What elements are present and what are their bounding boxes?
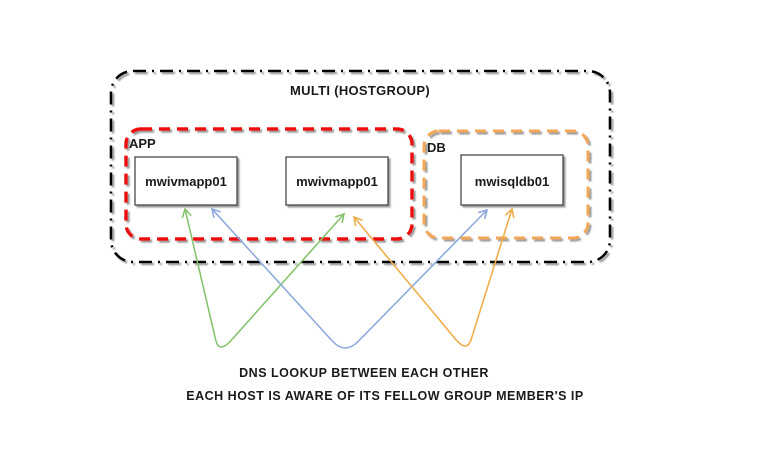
- host-node-db1: mwisqldb01: [460, 154, 564, 206]
- host-box-app2: [285, 156, 389, 206]
- arrow-app1-db1: [210, 207, 489, 349]
- caption-host-awareness: EACH HOST IS AWARE OF ITS FELLOW GROUP M…: [186, 389, 583, 403]
- host-label-db1: mwisqldb01: [475, 174, 549, 189]
- db-group-border: [422, 129, 590, 240]
- hostgroup-border: [109, 69, 612, 264]
- app-group-border: [124, 127, 414, 241]
- host-label-app1: mwivmapp01: [145, 174, 227, 189]
- host-label-app2: mwivmapp01: [296, 174, 378, 189]
- hostgroup-title: MULTI (HOSTGROUP): [290, 83, 430, 98]
- caption-dns-lookup: DNS LOOKUP BETWEEN EACH OTHER: [239, 366, 489, 380]
- host-box-db1: [460, 154, 564, 206]
- host-box-app1: [134, 156, 238, 206]
- host-node-app2: mwivmapp01: [285, 156, 389, 206]
- db-group-label: DB: [427, 140, 446, 155]
- arrow-app1-app2: [181, 207, 346, 348]
- host-node-app1: mwivmapp01: [134, 156, 238, 206]
- app-group-label: APP: [129, 136, 156, 151]
- arrow-app2-db1: [352, 207, 515, 347]
